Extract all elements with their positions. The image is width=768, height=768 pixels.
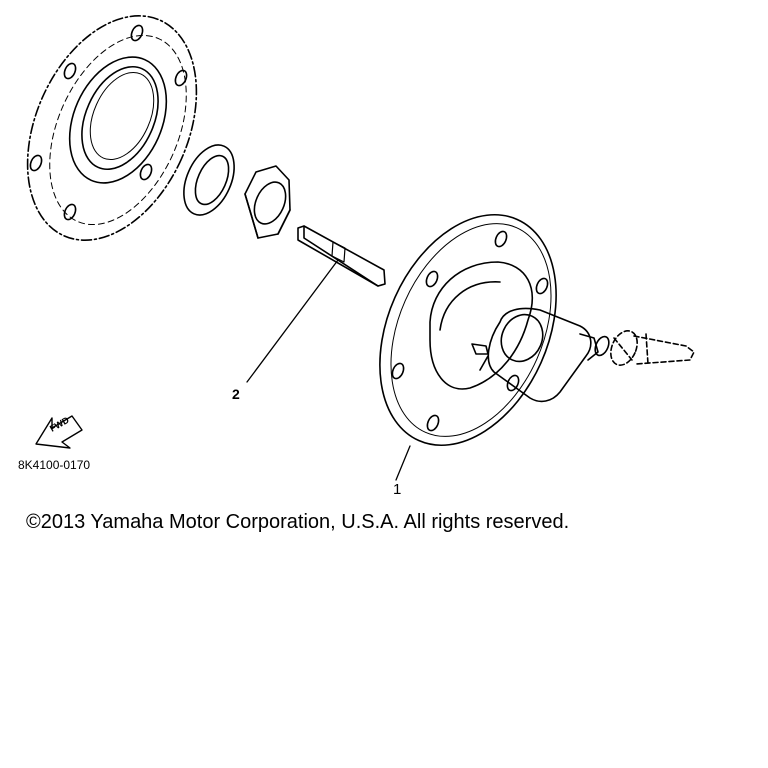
hex-nut [244,165,291,239]
shaft-pin [297,225,386,287]
leader-lines [246,259,411,481]
fwd-arrow-icon [35,415,83,449]
washer [183,144,235,216]
drawing-code: 8K4100-0170 [18,458,91,472]
housing-assembly [379,213,610,447]
fwd-arrow-label: FWD [48,415,71,434]
callout-part-2: 2 [232,386,240,402]
copyright-notice: ©2013 Yamaha Motor Corporation, U.S.A. A… [26,511,570,533]
callout-part-1: 1 [393,481,402,498]
end-connector [610,330,695,366]
flange-plate [26,15,198,241]
